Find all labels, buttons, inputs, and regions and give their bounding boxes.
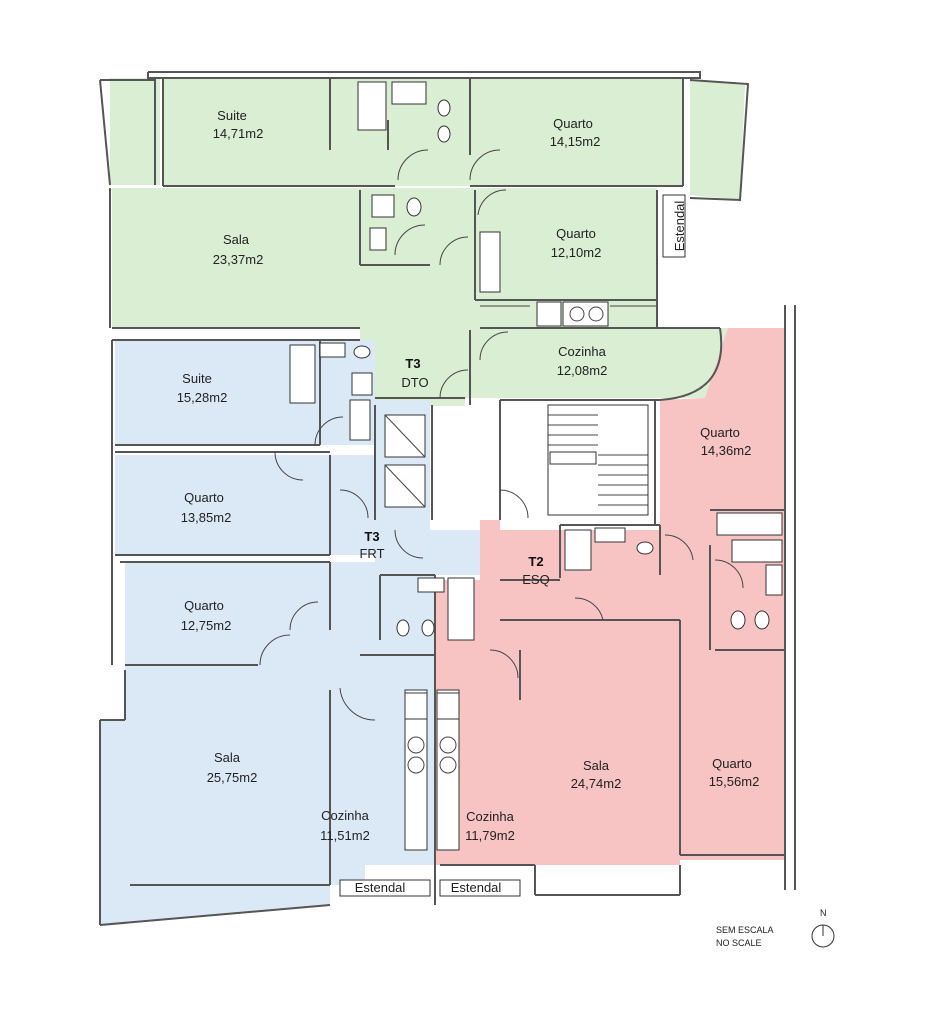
room-frt-cozinha-name: Cozinha [321,808,369,823]
room-dto-suite-area: 14,71m2 [213,126,264,141]
north-label: N [820,908,827,918]
room-esq-quarto2-name: Quarto [712,756,752,771]
estendal-label-frt: Estendal [355,880,406,895]
estendal-labels: Estendal Estendal Estendal [355,201,687,895]
unit-t3-frt-side: FRT [359,546,384,561]
unit-labels: T3 DTO T3 FRT T2 ESQ [359,356,549,587]
unit-t2-esq-area [435,328,785,865]
room-frt-quarto2-name: Quarto [184,598,224,613]
room-dto-sala-name: Sala [223,232,250,247]
room-frt-quarto2-area: 12,75m2 [181,618,232,633]
room-esq-sala-area: 24,74m2 [571,776,622,791]
scale-note-line1: SEM ESCALA [716,925,774,935]
door-swings [259,149,744,721]
room-dto-quarto2-name: Quarto [556,226,596,241]
scale-note-line2: NO SCALE [716,938,762,948]
walls [99,71,796,926]
room-frt-suite-area: 15,28m2 [177,390,228,405]
room-labels: Suite 14,71m2 Quarto 14,15m2 Sala 23,37m… [177,108,760,843]
north-arrow-icon: N [811,908,835,948]
stairs [547,404,649,516]
room-dto-suite-name: Suite [217,108,247,123]
unit-t3-frt-name: T3 [364,529,379,544]
scale-note: SEM ESCALA NO SCALE [716,925,774,948]
room-dto-cozinha-area: 12,08m2 [557,363,608,378]
room-dto-quarto1-area: 14,15m2 [550,134,601,149]
unit-t2-esq-side: ESQ [522,572,549,587]
room-frt-sala-name: Sala [214,750,241,765]
estendal-label-dto: Estendal [672,201,687,252]
room-esq-quarto2-area: 15,56m2 [709,774,760,789]
room-esq-cozinha-name: Cozinha [466,809,514,824]
unit-t3-dto-name: T3 [405,356,420,371]
room-dto-quarto1-name: Quarto [553,116,593,131]
fixtures [289,81,783,897]
room-esq-quarto1-area: 14,36m2 [701,443,752,458]
room-esq-sala-name: Sala [583,758,610,773]
unit-t2-esq-name: T2 [528,554,543,569]
room-frt-quarto1-area: 13,85m2 [181,510,232,525]
room-dto-sala-area: 23,37m2 [213,252,264,267]
room-esq-quarto1-name: Quarto [700,425,740,440]
room-frt-cozinha-area: 11,51m2 [320,828,370,843]
room-dto-cozinha-name: Cozinha [558,344,606,359]
room-esq-cozinha-area: 11,79m2 [465,828,515,843]
room-dto-quarto2-area: 12,10m2 [551,245,602,260]
room-frt-suite-name: Suite [182,371,212,386]
room-frt-sala-area: 25,75m2 [207,770,258,785]
unit-t3-dto-side: DTO [401,375,428,390]
estendal-label-esq: Estendal [451,880,502,895]
room-frt-quarto1-name: Quarto [184,490,224,505]
